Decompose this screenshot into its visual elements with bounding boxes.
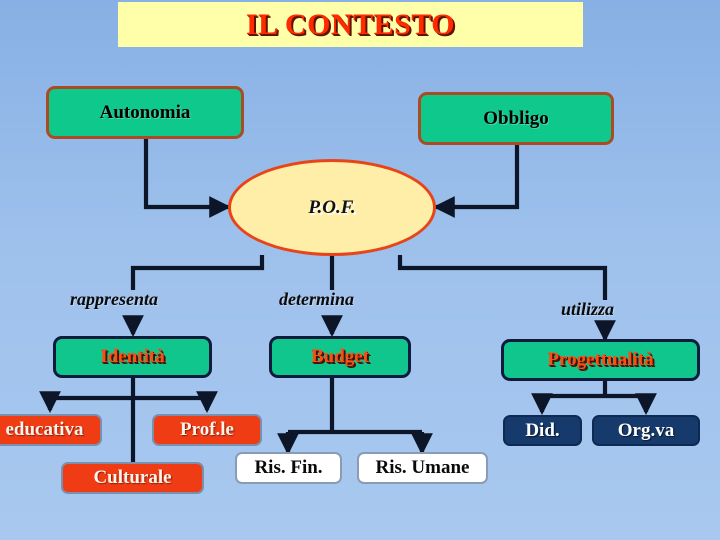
- node-orgva[interactable]: Org.va: [592, 415, 700, 446]
- node-pof[interactable]: P.O.F.: [228, 159, 436, 256]
- edge-label-determina: determina: [279, 289, 354, 309]
- edge-identita-educativa: [39, 391, 133, 414]
- node-culturale-label: Culturale: [93, 467, 172, 488]
- edge-label-utilizza: utilizza: [561, 299, 615, 319]
- node-did[interactable]: Did.: [503, 415, 582, 446]
- node-autonomia-label: Autonomia: [99, 101, 191, 123]
- node-ris-fin-label: Ris. Fin.: [254, 457, 323, 478]
- node-profle-label: Prof.le: [180, 419, 234, 440]
- node-ris-umane-label: Ris. Umane: [375, 457, 470, 478]
- edge-identita-profle: [133, 391, 218, 414]
- node-educativa[interactable]: educativa: [0, 414, 102, 446]
- node-did-label: Did.: [525, 419, 560, 441]
- node-budget[interactable]: Budget: [269, 336, 411, 378]
- node-culturale[interactable]: Culturale: [61, 462, 204, 494]
- node-budget-label: Budget: [310, 346, 370, 367]
- node-ris-umane[interactable]: Ris. Umane: [357, 452, 488, 484]
- edge-pof-identita-upper: [130, 255, 265, 290]
- edge-label-rappresenta: rappresenta: [70, 289, 159, 309]
- node-obbligo[interactable]: Obbligo: [418, 92, 614, 145]
- edge-autonomia-pof: [143, 139, 232, 218]
- node-obbligo-label: Obbligo: [483, 107, 549, 129]
- edge-pof-progettualita-upper: [397, 255, 608, 300]
- edge-obbligo-pof: [432, 145, 520, 218]
- node-progettualita[interactable]: Progettualità: [501, 339, 700, 381]
- node-identita[interactable]: Identità: [53, 336, 212, 378]
- node-autonomia[interactable]: Autonomia: [46, 86, 244, 139]
- node-identita-label: Identità: [100, 346, 165, 367]
- node-progettualita-label: Progettualità: [547, 349, 654, 370]
- node-ris-fin[interactable]: Ris. Fin.: [235, 452, 342, 484]
- page-title: IL CONTESTO: [245, 7, 456, 41]
- node-pof-label: P.O.F.: [308, 196, 356, 218]
- node-profle[interactable]: Prof.le: [152, 414, 262, 446]
- title-banner: IL CONTESTO: [118, 2, 583, 47]
- node-orgva-label: Org.va: [617, 419, 675, 441]
- node-educativa-label: educativa: [5, 419, 84, 440]
